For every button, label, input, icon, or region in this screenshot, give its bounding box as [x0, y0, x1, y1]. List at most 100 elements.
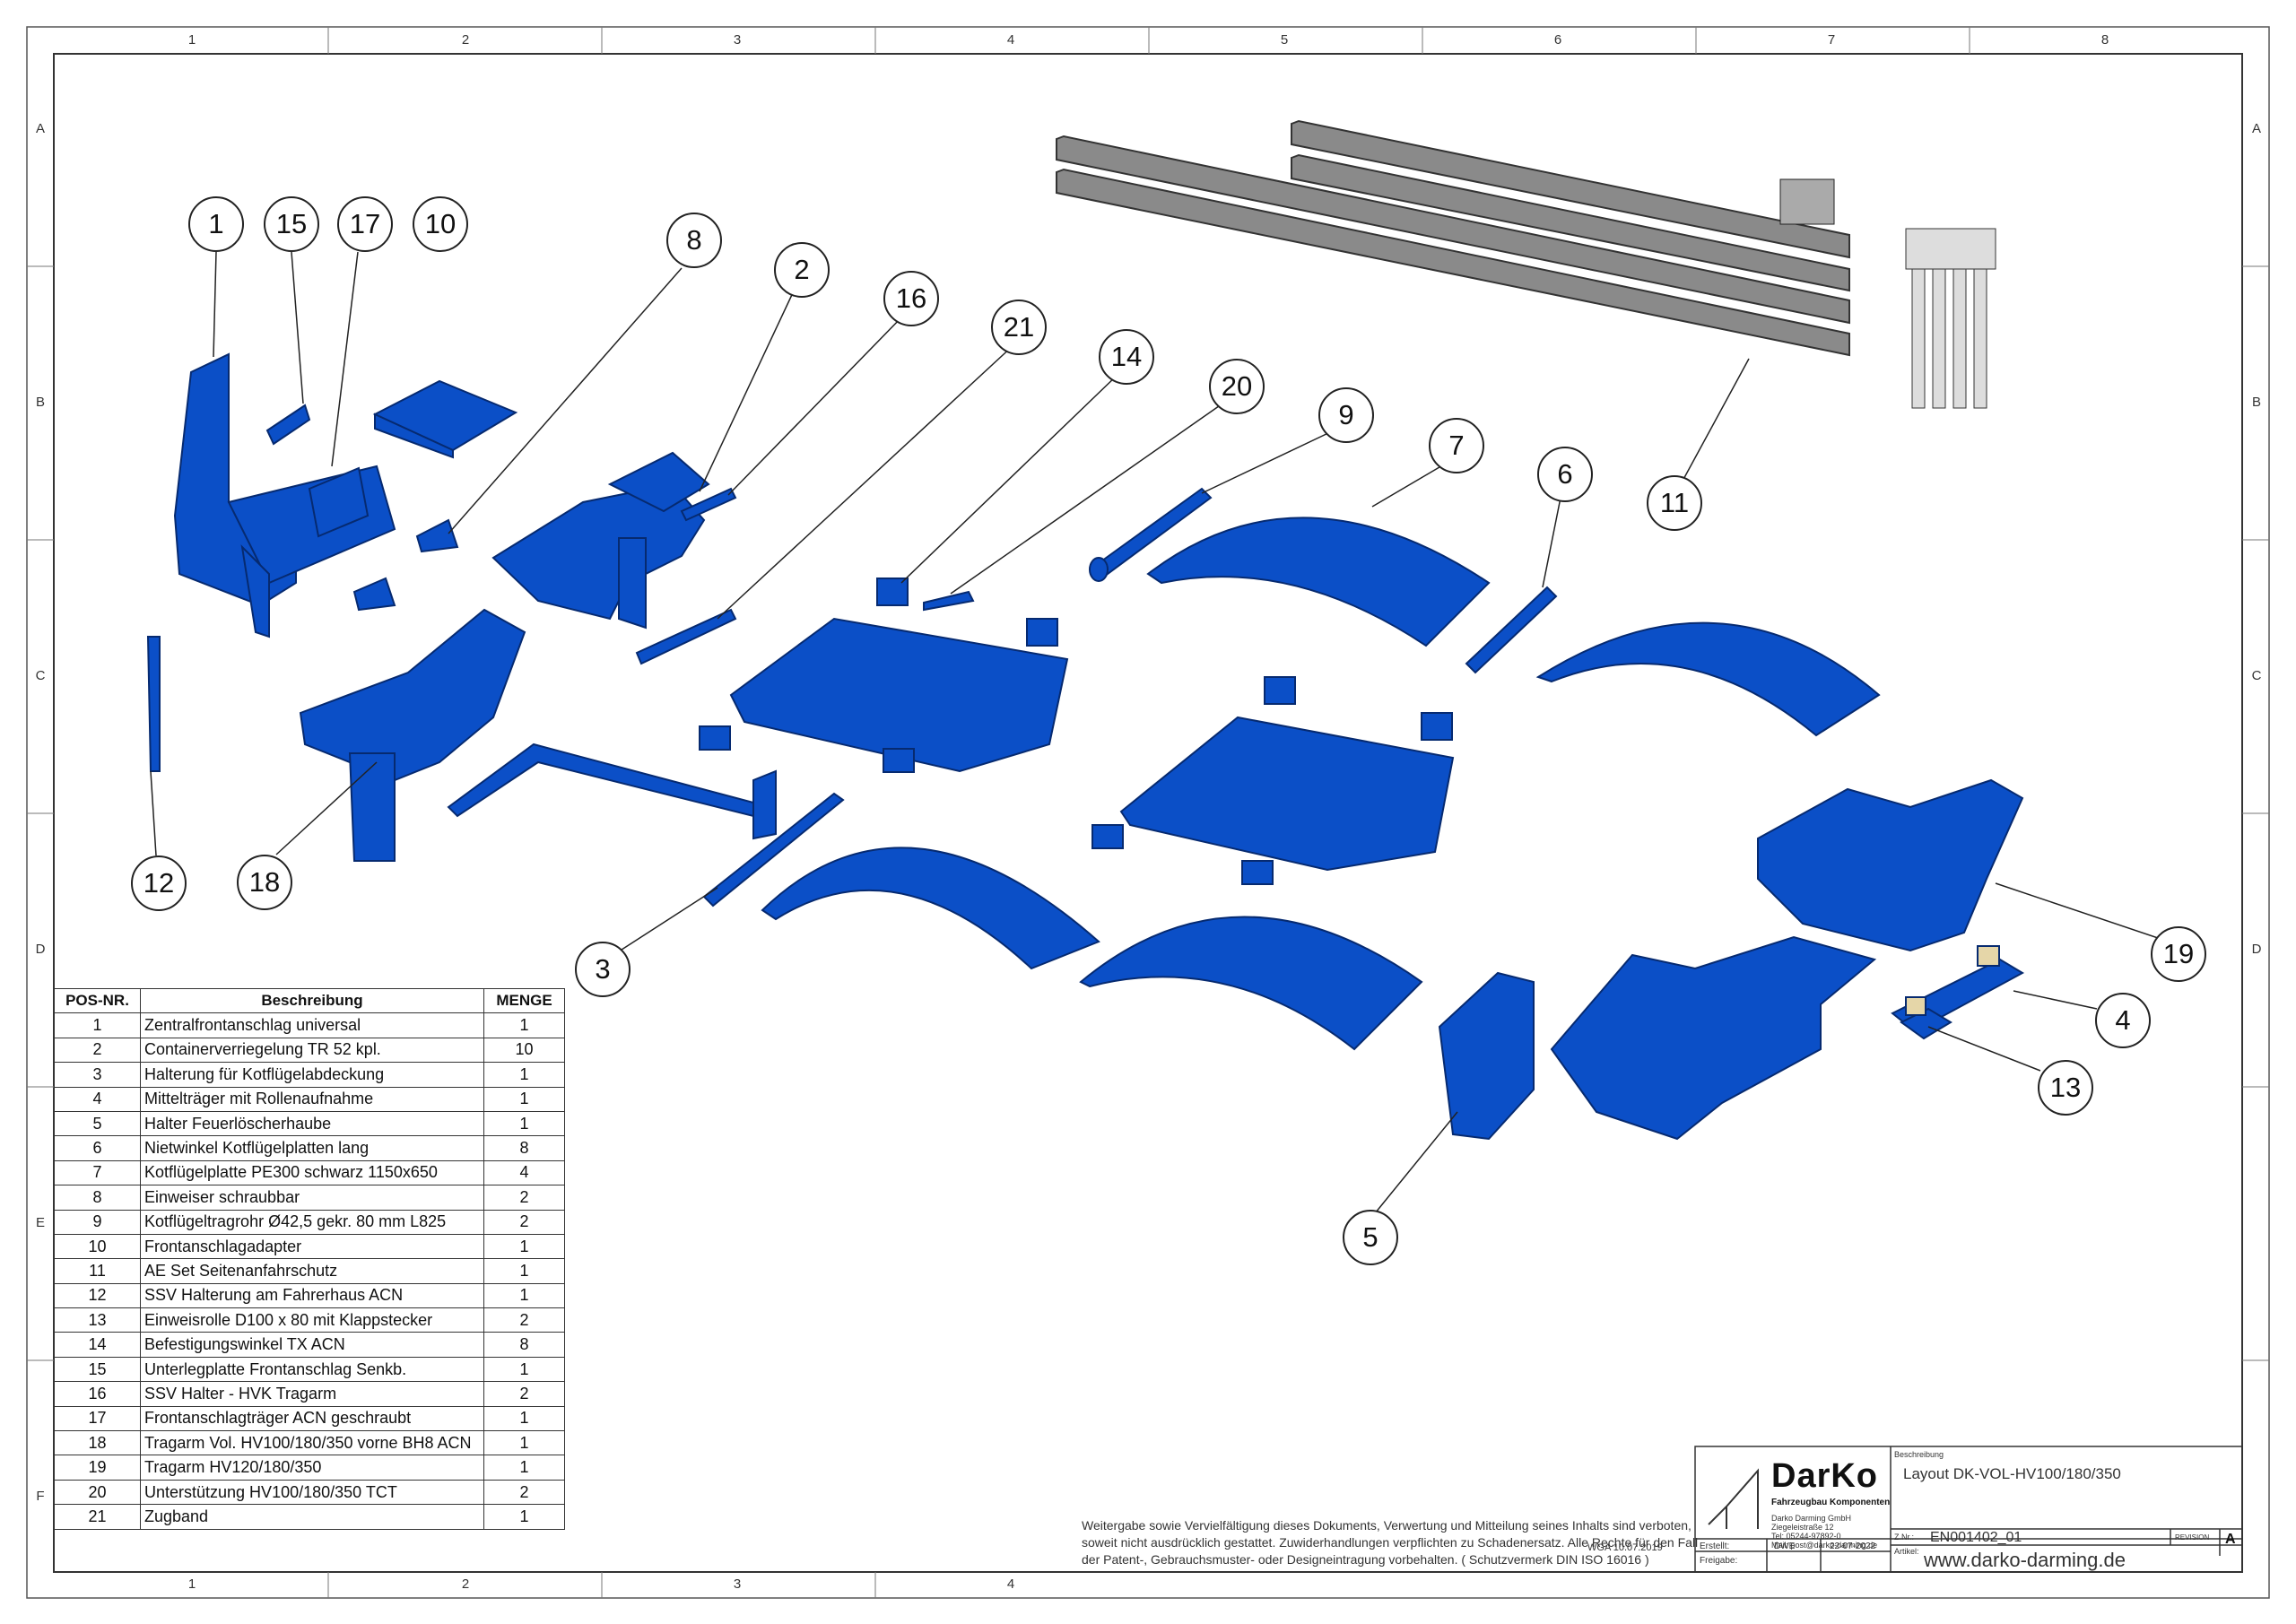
bom-desc-cell: Einweiser schraubbar: [140, 1185, 484, 1211]
bom-pos-cell: 7: [54, 1159, 141, 1186]
bom-desc-cell: Unterlegplatte Frontanschlag Senkb.: [140, 1356, 484, 1383]
grid-row-a-left: A: [35, 121, 45, 136]
bom-desc-cell: Mittelträger mit Rollenaufnahme: [140, 1086, 484, 1112]
outer-frame: [26, 26, 2270, 1599]
rail-hardware: [1779, 178, 1996, 409]
bom-desc-cell: Tragarm Vol. HV100/180/350 vorne BH8 ACN: [140, 1430, 484, 1456]
bom-desc-cell: Halterung für Kotflügelabdeckung: [140, 1062, 484, 1088]
callout-7: 7: [1429, 418, 1484, 473]
created-date: 22-07-2022: [1830, 1541, 1876, 1551]
callout-8: 8: [666, 213, 722, 268]
bom-desc-cell: AE Set Seitenanfahrschutz: [140, 1258, 484, 1284]
bom-desc-cell: Zugband: [140, 1504, 484, 1530]
bom-desc-cell: Zentralfrontanschlag universal: [140, 1012, 484, 1038]
company-website[interactable]: www.darko-darming.de: [1924, 1549, 2126, 1571]
grid-row-f-left: F: [36, 1489, 45, 1504]
grid-row-a-right: A: [2251, 121, 2261, 136]
callout-2: 2: [774, 242, 830, 298]
bom-desc-cell: Kotflügelplatte PE300 schwarz 1150x650: [140, 1159, 484, 1186]
callout-11: 11: [1647, 475, 1702, 531]
callout-16: 16: [883, 271, 939, 326]
callout-10: 10: [413, 196, 468, 252]
bom-qty-cell: 1: [483, 1062, 565, 1088]
drawing-description: Layout DK-VOL-HV100/180/350: [1903, 1465, 2121, 1482]
grid-col-5-top: 5: [1280, 32, 1289, 48]
callout-21: 21: [991, 300, 1047, 355]
bom-header-desc: Beschreibung: [140, 987, 484, 1014]
tension-strap-part-21: [635, 608, 737, 665]
carrier-frame-left: [729, 617, 1069, 773]
bom-qty-cell: 1: [483, 1455, 565, 1481]
bom-pos-cell: 20: [54, 1479, 141, 1506]
grid-col-7-top: 7: [1827, 32, 1836, 48]
bom-pos-cell: 9: [54, 1209, 141, 1235]
bom-desc-cell: Nietwinkel Kotflügelplatten lang: [140, 1135, 484, 1161]
bom-qty-cell: 2: [483, 1307, 565, 1333]
bom-pos-cell: 12: [54, 1282, 141, 1309]
grid-row-e-left: E: [35, 1215, 45, 1230]
rivet-angle-part-6: [1465, 586, 1558, 674]
bom-desc-cell: Tragarm HV120/180/350: [140, 1455, 484, 1481]
bom-qty-cell: 2: [483, 1209, 565, 1235]
company-logo-subtitle: Fahrzeugbau Komponenten: [1771, 1498, 1891, 1507]
callout-5: 5: [1343, 1210, 1398, 1265]
bom-qty-cell: 1: [483, 1356, 565, 1383]
carrier-arm-part-19: [1757, 778, 2024, 952]
bom-pos-cell: 17: [54, 1405, 141, 1432]
bom-qty-cell: 1: [483, 1086, 565, 1112]
grid-col-6-top: 6: [1553, 32, 1562, 48]
extinguisher-holder-part-5: [1438, 971, 1535, 1141]
carrier-arm-part-18: [299, 608, 526, 862]
company-address-line-2: Ziegeleistraße 12: [1771, 1523, 1834, 1532]
grid-row-d-left: D: [35, 942, 46, 957]
bom-desc-cell: Containerverriegelung TR 52 kpl.: [140, 1037, 484, 1064]
article-label: Artikel:: [1894, 1547, 1919, 1556]
bom-pos-cell: 5: [54, 1110, 141, 1137]
bom-pos-cell: 14: [54, 1332, 141, 1358]
ssv-holder-part-16: [680, 487, 737, 522]
bom-desc-cell: Frontanschlagadapter: [140, 1233, 484, 1260]
company-address-line-3: Tel: 05244-97892-0: [1771, 1532, 1841, 1541]
callout-17: 17: [337, 196, 393, 252]
callout-14: 14: [1099, 329, 1154, 385]
callout-6: 6: [1537, 447, 1593, 502]
bom-pos-cell: 2: [54, 1037, 141, 1064]
bom-qty-cell: 1: [483, 1233, 565, 1260]
approval-label: Freigabe:: [1700, 1556, 1738, 1566]
bom-desc-cell: Einweisrolle D100 x 80 mit Klappstecker: [140, 1307, 484, 1333]
callout-9: 9: [1318, 387, 1374, 443]
callout-20: 20: [1209, 359, 1265, 414]
carrier-arm-rear: [1550, 935, 1877, 1141]
bom-header-row: POS-NR. Beschreibung MENGE: [54, 987, 565, 1014]
front-adapter-part-10: [372, 379, 518, 459]
lock-assembly-part-2: [491, 451, 710, 630]
grid-col-1-bottom: 1: [187, 1576, 196, 1592]
bom-qty-cell: 1: [483, 1430, 565, 1456]
revision-label: REVISION: [2175, 1533, 2210, 1541]
grid-ticks: [27, 27, 2269, 1598]
grid-row-b-right: B: [2251, 395, 2261, 410]
bom-desc-cell: SSV Halterung am Fahrerhaus ACN: [140, 1282, 484, 1309]
callout-19: 19: [2151, 926, 2206, 982]
callout-4: 4: [2095, 993, 2151, 1048]
underlay-plate-part-15: [265, 404, 311, 446]
callout-15: 15: [264, 196, 319, 252]
bom-desc-cell: Unterstützung HV100/180/350 TCT: [140, 1479, 484, 1506]
bom-qty-cell: 1: [483, 1282, 565, 1309]
company-logo: DarKo: [1771, 1457, 1879, 1495]
ssv-mount-part-12: [146, 636, 161, 772]
